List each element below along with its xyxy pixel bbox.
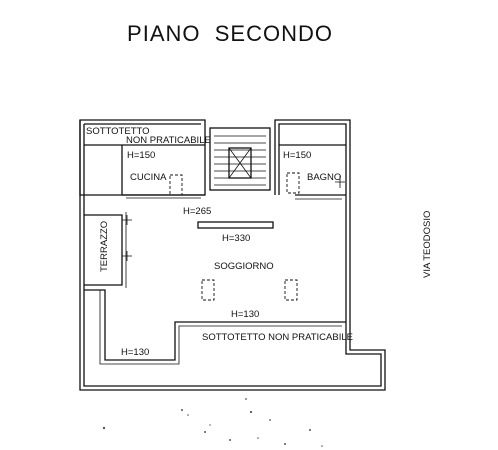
bathroom-height-label: H=150 <box>283 150 311 161</box>
kitchen-height-label: H=150 <box>127 150 155 161</box>
street-label: VIA TEODOSIO <box>422 211 433 278</box>
attic-top-label-1: SOTTOTETTO <box>86 126 150 137</box>
scan-specks <box>102 398 323 447</box>
bottom-left-height-label: H=130 <box>121 347 149 358</box>
terrace-walls <box>84 212 346 365</box>
staircase <box>209 127 271 191</box>
bathroom-walls <box>279 144 346 200</box>
living-bottom-height-label: H=130 <box>231 309 259 320</box>
bathroom-label: BAGNO <box>307 172 341 183</box>
page-title: PIANO SECONDO <box>127 21 333 46</box>
living-top-height-label: H=330 <box>222 233 250 244</box>
terrace-label: TERRAZZO <box>99 221 110 272</box>
corridor-height-label: H=265 <box>183 206 211 217</box>
attic-top-label-2: NON PRATICABILE <box>126 135 211 146</box>
attic-top-walls <box>84 144 205 195</box>
kitchen-label: CUCINA <box>130 172 167 183</box>
living-room-label: SOGGIORNO <box>214 261 274 272</box>
kitchen-walls <box>122 194 205 199</box>
living-fixtures <box>169 172 300 301</box>
attic-bottom-label: SOTTOTETTO NON PRATICABILE <box>202 332 353 343</box>
